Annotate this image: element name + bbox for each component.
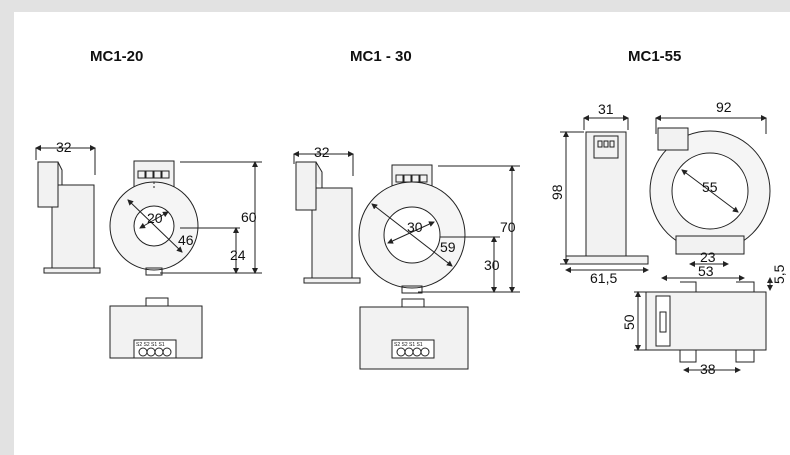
mc1-20-terminal-label: S2 S2 S1 S1 bbox=[136, 342, 165, 348]
mc1-20-top-view bbox=[109, 297, 203, 359]
mc1-30-side-view bbox=[293, 151, 361, 284]
mc1-55-dim-base-width: 61,5 bbox=[590, 270, 617, 286]
mc1-55-dim-diameter-inner: 55 bbox=[702, 179, 718, 195]
mc1-30-top-view bbox=[359, 298, 469, 370]
mc1-30-terminal-label: S2 S2 S1 S1 bbox=[394, 342, 423, 348]
mc1-20-dim-height: 60 bbox=[241, 209, 257, 225]
mc1-30-dim-depth: 32 bbox=[314, 144, 330, 160]
mc1-55-dim-slot: 5,5 bbox=[771, 264, 787, 284]
mc1-55-dim-height: 98 bbox=[549, 184, 565, 200]
mc1-20-dim-depth: 32 bbox=[56, 139, 72, 155]
mc1-30-dim-center: 30 bbox=[484, 257, 500, 273]
frame-left-border bbox=[0, 0, 14, 455]
mc1-55-dim-slot-spacing: 38 bbox=[700, 361, 716, 377]
mc1-55-dim-diameter-outer: 92 bbox=[716, 99, 732, 115]
mc1-55-dim-foot: 23 bbox=[700, 249, 716, 265]
mc1-55-dim-depth: 31 bbox=[598, 101, 614, 117]
mc1-55-bottom-view bbox=[634, 275, 773, 373]
mc1-20-dim-inner: 20 bbox=[147, 210, 163, 226]
mc1-30-front-view bbox=[358, 164, 520, 294]
title-mc1-20: MC1-20 bbox=[90, 48, 144, 65]
mc1-55-front-view bbox=[649, 115, 771, 267]
mc1-20-front-view bbox=[109, 160, 262, 276]
mc1-55-side-view bbox=[560, 115, 649, 273]
mc1-55-dim-top-width: 53 bbox=[698, 263, 714, 279]
mc1-20-dim-outer: 46 bbox=[178, 232, 194, 248]
mc1-55-dim-depth2: 50 bbox=[621, 314, 637, 330]
frame-top-border bbox=[0, 0, 790, 12]
mc1-30-dim-inner: 30 bbox=[407, 219, 423, 235]
title-mc1-30: MC1 - 30 bbox=[350, 48, 412, 65]
mc1-30-dim-outer: 59 bbox=[440, 239, 456, 255]
mc1-20-side-view bbox=[35, 145, 101, 274]
title-mc1-55: MC1-55 bbox=[628, 48, 682, 65]
mc1-20-dim-center: 24 bbox=[230, 247, 246, 263]
mc1-30-dim-height: 70 bbox=[500, 219, 516, 235]
